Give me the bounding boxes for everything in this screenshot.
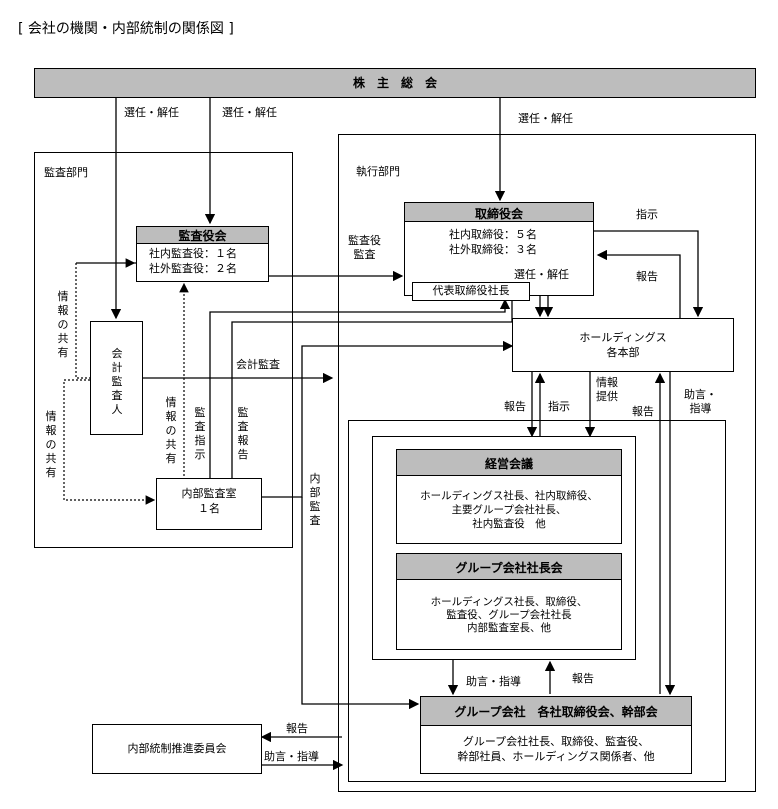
rep-director-box: 代表取締役社長 [412,282,530,301]
label-audit-instruction: 監査指示 [194,406,206,461]
mgmt-meeting-line1: ホールディングス社長、社内取締役、 [420,490,598,502]
group-company-box: グループ会社 各社取締役会、幹部会 グループ会社社長、取締役、監査役、 幹部社員… [420,696,692,774]
exec-dept-label: 執行部門 [356,165,400,178]
meetings-frame [372,436,636,660]
label-info-share-1: 情報の共有 [57,290,69,359]
group-presidents-line3: 内部監査室長、他 [467,622,551,634]
group-presidents-box: グループ会社社長会 ホールディングス社長、取締役、 監査役、グループ会社社長 内… [396,553,622,650]
label-report-5: 報告 [286,722,308,735]
board-box: 取締役会 社内取締役：５名 社外取締役：３名 [404,202,594,296]
shareholders-meeting-box: 株 主 総 会 [34,68,756,98]
audit-board-line1: 社内監査役：１名 [149,247,237,260]
mgmt-meeting-title: 経営会議 [397,450,621,476]
label-advice-guidance-3: 助言・指導 [264,750,319,763]
group-presidents-line1: ホールディングス社長、取締役、 [430,596,588,608]
shareholders-label: 株 主 総 会 [352,76,437,90]
label-report-2: 報告 [504,400,526,413]
audit-dept-frame [34,152,293,548]
mgmt-meeting-line3: 社内監査役 他 [472,518,546,530]
label-report-3: 報告 [632,405,654,418]
label-advice-guidance-2: 助言・指導 [466,675,521,688]
ic-committee-label: 内部統制推進委員会 [127,742,227,755]
label-report-1: 報告 [636,270,658,283]
label-internal-audit: 内部監査 [309,472,321,527]
label-instruction-1: 指示 [636,208,658,221]
board-line1: 社内取締役：５名 [449,228,537,241]
group-company-line2: 幹部社員、ホールディングス関係者、他 [457,750,655,763]
internal-audit-line1: 内部監査室 [181,487,237,500]
board-title: 取締役会 [405,203,593,222]
holdings-box: ホールディングス 各本部 [512,318,734,372]
audit-board-title: 監査役会 [137,227,268,244]
audit-board-box: 監査役会 社内監査役：１名 社外監査役：２名 [136,226,269,282]
label-select-dismiss-3: 選任・解任 [518,112,573,125]
holdings-line1: ホールディングス [579,331,667,344]
mgmt-meeting-line2: 主要グループ会社社長、 [451,504,567,516]
label-instruction-2: 指示 [548,400,570,413]
rep-director-label: 代表取締役社長 [432,284,510,297]
mgmt-meeting-box: 経営会議 ホールディングス社長、社内取締役、 主要グループ会社社長、 社内監査役… [396,449,622,544]
label-select-dismiss-2: 選任・解任 [222,106,277,119]
label-info-provide: 情報 提供 [596,376,618,403]
label-info-share-3: 情報の共有 [165,396,177,465]
group-company-line1: グループ会社社長、取締役、監査役、 [462,735,650,748]
internal-audit-box: 内部監査室 １名 [156,478,262,530]
label-info-share-2: 情報の共有 [45,410,57,479]
accounting-auditor-box: 会計監査人 [90,321,143,435]
label-accounting-audit: 会計監査 [236,358,280,371]
label-audit-report: 監査報告 [237,406,249,461]
label-auditor-audit: 監査役 監査 [348,234,381,261]
accounting-auditor-label: 会計監査人 [111,347,123,416]
label-select-dismiss-4: 選任・解任 [514,268,569,281]
audit-dept-label: 監査部門 [44,166,88,179]
label-report-4: 報告 [572,672,594,685]
holdings-line2: 各本部 [606,346,640,359]
group-frame [348,420,726,782]
label-select-dismiss-1: 選任・解任 [124,106,179,119]
group-company-title: グループ会社 各社取締役会、幹部会 [421,697,691,726]
label-advice-guidance-1: 助言・ 指導 [684,388,717,415]
audit-board-line2: 社外監査役：２名 [149,262,237,275]
group-presidents-title: グループ会社社長会 [397,554,621,580]
ic-committee-box: 内部統制推進委員会 [92,724,262,774]
exec-dept-frame [338,134,756,792]
group-presidents-line2: 監査役、グループ会社社長 [446,609,572,621]
page-title: [ 会社の機関・内部統制の関係図 ] [18,21,234,37]
board-line2: 社外取締役：３名 [449,243,537,256]
internal-audit-line2: １名 [198,502,220,515]
